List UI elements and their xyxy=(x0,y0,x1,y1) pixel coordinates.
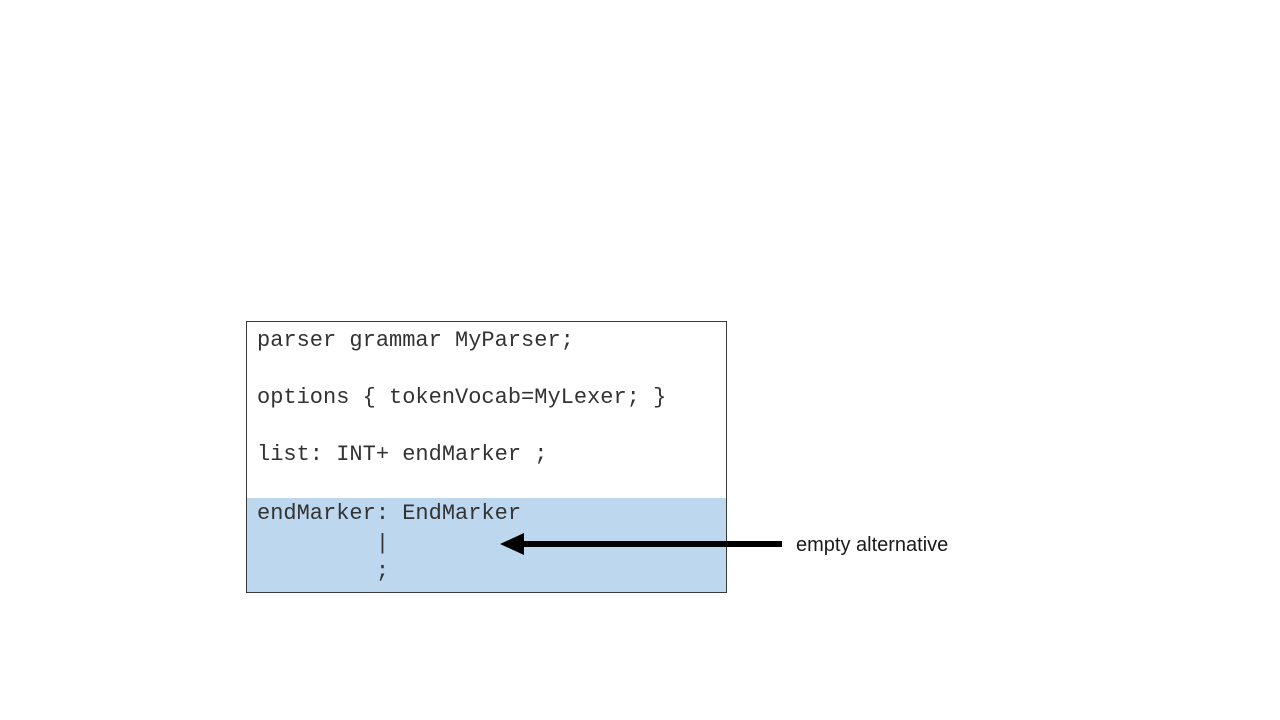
grammar-code-box: parser grammar MyParser; options { token… xyxy=(246,321,727,593)
code-line-options: options { tokenVocab=MyLexer; } xyxy=(257,385,667,410)
code-line-endmarker-rule: endMarker: EndMarker xyxy=(257,501,522,526)
code-line-alternative-bar: | xyxy=(257,531,390,556)
code-unhighlighted-region xyxy=(247,322,726,498)
left-arrow-icon xyxy=(500,533,782,555)
code-line-rule-terminator: ; xyxy=(257,559,390,584)
code-line-list-rule: list: INT+ endMarker ; xyxy=(257,442,548,467)
annotation-label: empty alternative xyxy=(796,534,949,556)
arrow-head xyxy=(500,533,524,555)
code-line-grammar-decl: parser grammar MyParser; xyxy=(257,328,574,353)
